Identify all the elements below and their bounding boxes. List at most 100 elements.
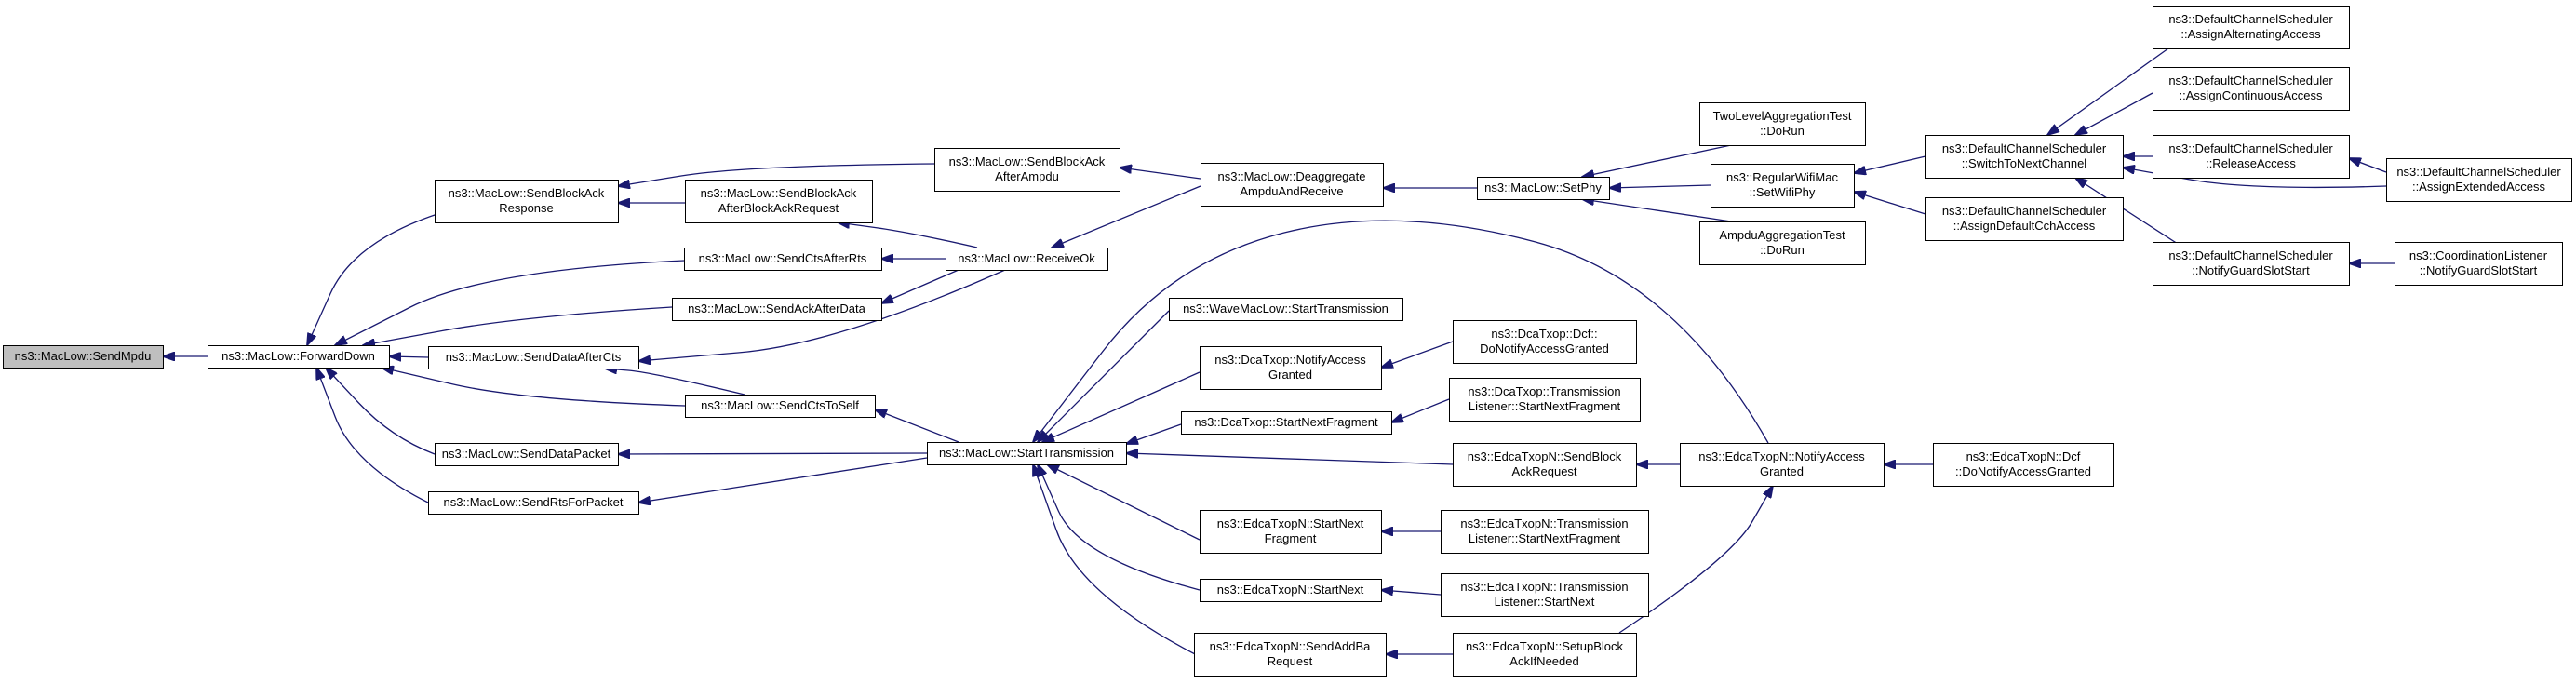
node-label: ::SetWifiPhy — [1750, 185, 1816, 199]
node-label: ns3::DcaTxop::Transmission — [1468, 384, 1620, 398]
node-box — [1200, 510, 1382, 554]
node-label: ns3::MacLow::ForwardDown — [221, 349, 375, 363]
call-graph-node[interactable]: ns3::MacLow::SendDataPacket — [435, 443, 619, 466]
call-graph-node[interactable]: AmpduAggregationTest::DoRun — [1699, 221, 1866, 265]
node-box — [2153, 6, 2350, 49]
node-label: ns3::DefaultChannelScheduler — [1942, 204, 2107, 218]
call-graph-node[interactable]: ns3::EdcaTxopN::TransmissionListener::St… — [1441, 573, 1649, 617]
node-label: ns3::RegularWifiMac — [1726, 170, 1838, 184]
call-graph-node[interactable]: ns3::DefaultChannelScheduler::AssignAlte… — [2153, 6, 2350, 49]
node-label: ns3::DefaultChannelScheduler — [1942, 141, 2107, 155]
node-label: ns3::EdcaTxopN::Transmission — [1460, 516, 1628, 530]
node-box — [946, 248, 1108, 271]
node-box — [1453, 633, 1637, 677]
call-graph-node[interactable]: ns3::DefaultChannelScheduler::AssignExte… — [2386, 158, 2572, 202]
call-graph-node[interactable]: ns3::EdcaTxopN::TransmissionListener::St… — [1441, 510, 1649, 554]
call-graph-node[interactable]: ns3::MacLow::ForwardDown — [208, 345, 390, 369]
node-label: ns3::DcaTxop::StartNextFragment — [1194, 415, 1378, 429]
node-label: ::AssignDefaultCchAccess — [1953, 219, 2096, 233]
call-graph-node[interactable]: ns3::EdcaTxopN::Dcf::DoNotifyAccessGrant… — [1933, 443, 2114, 487]
node-label: ::AssignAlternatingAccess — [2180, 27, 2321, 41]
node-label: ::DoRun — [1760, 243, 1805, 257]
edge-n12-to-n8 — [638, 457, 928, 503]
node-box — [1711, 164, 1855, 208]
edge-n14-to-n12 — [1038, 310, 1170, 442]
node-label: ns3::EdcaTxopN::SendAddBa — [1210, 639, 1371, 653]
call-graph-node[interactable]: ns3::DcaTxop::Dcf::DoNotifyAccessGranted — [1453, 320, 1637, 364]
node-box — [1453, 443, 1637, 487]
call-graph-node[interactable]: ns3::CoordinationListener::NotifyGuardSl… — [2395, 242, 2563, 286]
call-graph-node[interactable]: ns3::EdcaTxopN::StartNext — [1200, 579, 1382, 602]
node-label: Granted — [1760, 464, 1804, 478]
call-graph-node[interactable]: ns3::DefaultChannelScheduler::SwitchToNe… — [1925, 135, 2124, 179]
call-graph-node[interactable]: ns3::DcaTxop::NotifyAccessGranted — [1200, 346, 1382, 390]
call-graph-node[interactable]: ns3::MacLow::ReceiveOk — [946, 248, 1108, 271]
call-graph-node[interactable]: ns3::MacLow::SendRtsForPacket — [428, 491, 639, 515]
call-graph-node[interactable]: ns3::MacLow::SendBlockAckAfterBlockAckRe… — [685, 180, 873, 223]
node-box — [1169, 298, 1403, 321]
call-graph-node[interactable]: ns3::DefaultChannelScheduler::NotifyGuar… — [2153, 242, 2350, 286]
edge-n15-to-n12 — [1042, 371, 1201, 442]
node-box — [428, 346, 639, 369]
call-graph-node[interactable]: ns3::WaveMacLow::StartTransmission — [1169, 298, 1403, 321]
node-label: ::DoNotifyAccessGranted — [1955, 464, 2091, 478]
node-box — [684, 248, 882, 271]
call-graph-node[interactable]: ns3::MacLow::SendAckAfterData — [672, 298, 882, 321]
edge-n38-to-n36 — [2349, 158, 2387, 173]
node-label: AmpduAndReceive — [1240, 184, 1343, 198]
call-graph-node[interactable]: ns3::MacLow::SetPhy — [1477, 177, 1610, 200]
edge-n22-to-n15 — [1381, 341, 1454, 368]
node-label: ns3::MacLow::SendBlockAck — [449, 186, 605, 200]
node-box — [672, 298, 882, 321]
call-graph-node[interactable]: ns3::MacLow::SendDataAfterCts — [428, 346, 639, 369]
node-label: ::DoRun — [1760, 124, 1805, 138]
call-graph-node[interactable]: ns3::DefaultChannelScheduler::AssignDefa… — [1925, 197, 2124, 241]
node-label: ::AssignContinuousAccess — [2180, 88, 2323, 102]
node-box — [2153, 67, 2350, 111]
call-graph-node[interactable]: ns3::DcaTxop::TransmissionListener::Star… — [1449, 378, 1641, 422]
node-label: ns3::MacLow::SendCtsAfterRts — [699, 251, 867, 265]
edge-n38-to-n32 — [2123, 168, 2387, 189]
edge-n32-to-n29 — [1854, 155, 1926, 173]
node-label: ns3::CoordinationListener — [2409, 248, 2548, 262]
node-label: AckIfNeeded — [1509, 654, 1578, 668]
node-label: AckRequest — [1511, 464, 1576, 478]
call-graph-node[interactable]: ns3::DefaultChannelScheduler::AssignCont… — [2153, 67, 2350, 111]
node-label: ns3::EdcaTxopN::SetupBlock — [1466, 639, 1624, 653]
node-label: ::AssignExtendedAccess — [2412, 180, 2546, 194]
call-graph-node[interactable]: TwoLevelAggregationTest::DoRun — [1699, 102, 1866, 146]
node-box — [1680, 443, 1885, 487]
root-node[interactable]: ns3::MacLow::SendMpdu — [3, 345, 164, 369]
call-graph-node[interactable]: ns3::RegularWifiMac::SetWifiPhy — [1711, 164, 1855, 208]
node-box — [1699, 102, 1866, 146]
call-graph-node[interactable]: ns3::MacLow::SendCtsAfterRts — [684, 248, 882, 271]
call-graph-node[interactable]: ns3::MacLow::StartTransmission — [927, 442, 1127, 465]
node-label: ns3::MacLow::Deaggregate — [1218, 169, 1366, 183]
node-box — [1181, 411, 1392, 435]
node-box — [1925, 197, 2124, 241]
call-graph-node[interactable]: ns3::DefaultChannelScheduler::ReleaseAcc… — [2153, 135, 2350, 179]
node-box — [1933, 443, 2114, 487]
call-graph-node[interactable]: ns3::EdcaTxopN::StartNextFragment — [1200, 510, 1382, 554]
node-label: ns3::EdcaTxopN::Dcf — [1966, 449, 2081, 463]
node-label: ns3::DefaultChannelScheduler — [2168, 12, 2333, 26]
call-graph-node[interactable]: ns3::EdcaTxopN::NotifyAccessGranted — [1680, 443, 1885, 487]
edge-n8-to-n1 — [316, 368, 429, 503]
node-box — [3, 345, 164, 369]
node-label: Request — [1268, 654, 1313, 668]
node-box — [2386, 158, 2572, 202]
node-label: ns3::MacLow::SetPhy — [1484, 181, 1602, 194]
call-graph-node[interactable]: ns3::MacLow::SendCtsToSelf — [685, 395, 876, 418]
node-label: ns3::EdcaTxopN::SendBlock — [1468, 449, 1622, 463]
call-graph-node[interactable]: ns3::DcaTxop::StartNextFragment — [1181, 411, 1392, 435]
node-box — [1449, 378, 1641, 422]
edge-n37-to-n32 — [2075, 178, 2179, 245]
node-label: ns3::MacLow::SendDataAfterCts — [446, 350, 622, 364]
node-label: AfterAmpdu — [995, 169, 1059, 183]
